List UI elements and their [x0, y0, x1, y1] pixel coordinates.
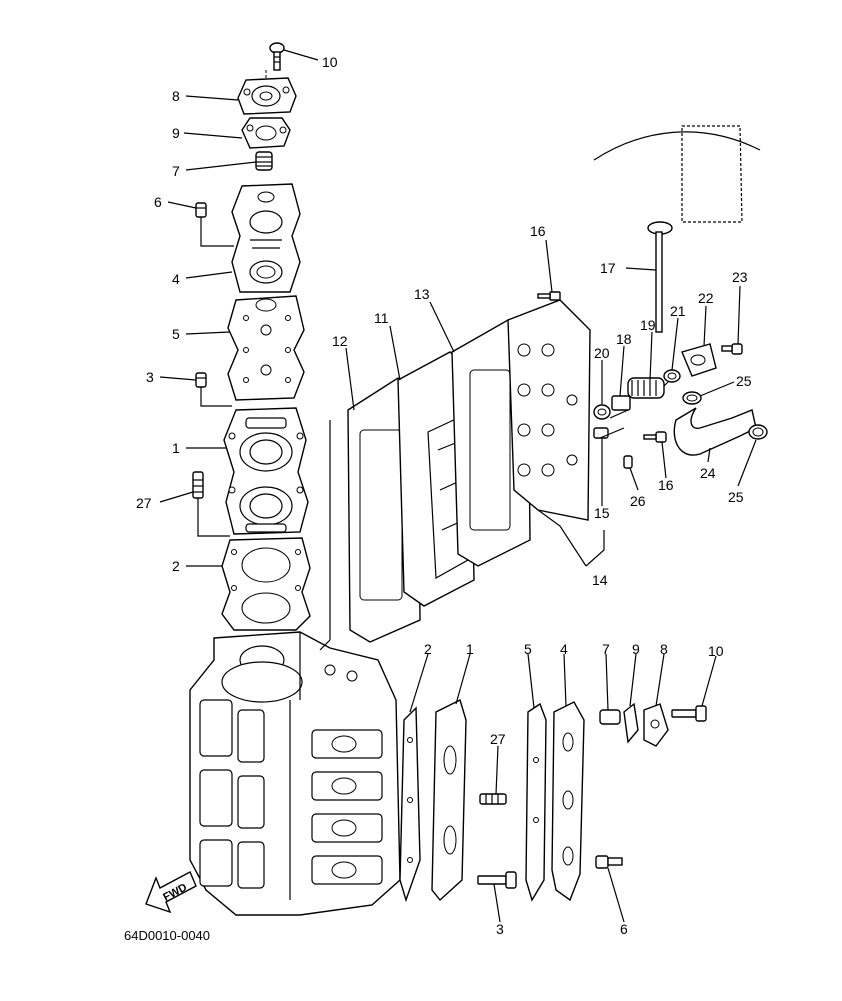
side-callout-1: 1	[466, 641, 474, 657]
callout-23: 23	[732, 269, 748, 285]
part-16-bolt-upper	[537, 291, 561, 301]
side-part-10-bolt	[671, 705, 707, 722]
callout-15: 15	[594, 505, 610, 521]
part-9-gasket	[241, 117, 291, 149]
callout-8: 8	[172, 88, 180, 104]
part-23-bolt	[721, 343, 743, 355]
side-callout-6: 6	[620, 921, 628, 937]
part-2-head-gasket	[221, 537, 311, 631]
side-part-8-cover	[643, 703, 669, 747]
part-1-cylinder-head	[223, 407, 309, 535]
part-26-pin	[623, 455, 633, 469]
callout-7: 7	[172, 163, 180, 179]
side-callout-9: 9	[632, 641, 640, 657]
callout-20: 20	[594, 345, 610, 361]
side-part-4-cover	[551, 701, 585, 902]
part-24-hose	[673, 407, 757, 456]
part-5-gasket	[227, 295, 305, 401]
drawing-code: 64D0010-0040	[124, 928, 210, 943]
callout-25-upper: 25	[736, 373, 752, 389]
side-callout-2: 2	[424, 641, 432, 657]
callout-4: 4	[172, 271, 180, 287]
part-4-head-cover	[231, 183, 301, 293]
part-14-outer-cover	[507, 299, 591, 521]
part-6-sensor	[195, 202, 234, 247]
part-22-joint	[681, 343, 717, 377]
part-25-clamp-lower	[748, 424, 768, 440]
side-part-2-gasket	[399, 706, 421, 903]
part-16-bolt-lower	[643, 431, 667, 443]
callouts-bottom: 2 1 5 4 7 9 8 10 27 3 6	[424, 641, 724, 937]
part-3-plug	[195, 372, 232, 407]
side-part-6-bolt	[595, 855, 623, 869]
part-21-clamp	[663, 369, 681, 383]
side-callout-10: 10	[708, 643, 724, 659]
callout-5: 5	[172, 326, 180, 342]
side-part-27-spark-plug	[479, 793, 507, 805]
callout-13: 13	[414, 286, 430, 302]
part-7-thermostat	[255, 151, 273, 171]
part-18-valve	[611, 395, 631, 411]
callout-14: 14	[592, 572, 608, 588]
callout-3: 3	[146, 369, 154, 385]
callout-16-upper: 16	[530, 223, 546, 239]
engine-block	[189, 631, 401, 916]
callout-26: 26	[630, 493, 646, 509]
part-27-spark-plug	[192, 471, 230, 537]
callout-17: 17	[600, 260, 616, 276]
callout-25-lower: 25	[728, 489, 744, 505]
side-part-5-gasket	[525, 702, 547, 902]
side-callout-8: 8	[660, 641, 668, 657]
part-20-seal	[593, 404, 611, 439]
callout-9: 9	[172, 125, 180, 141]
bottom-side-view	[399, 699, 707, 903]
callout-18: 18	[616, 331, 632, 347]
part-10-bolt	[269, 42, 285, 71]
part-19-spring	[627, 377, 669, 399]
callout-22: 22	[698, 290, 714, 306]
callout-19: 19	[640, 317, 656, 333]
exhaust-cover-group	[319, 299, 591, 651]
callout-2: 2	[172, 558, 180, 574]
side-part-1-head	[431, 699, 467, 902]
callout-27: 27	[136, 495, 152, 511]
side-callout-5: 5	[524, 641, 532, 657]
part-17-rod	[647, 221, 673, 333]
callout-1: 1	[172, 440, 180, 456]
side-part-7-thermostat	[599, 709, 621, 725]
fwd-arrow: FWD	[145, 871, 197, 914]
callout-10: 10	[322, 54, 338, 70]
hose-valve-group	[537, 125, 768, 469]
callout-16-lower: 16	[658, 477, 674, 493]
side-callout-27: 27	[490, 731, 506, 747]
top-part-stack	[192, 42, 311, 631]
callout-6: 6	[154, 194, 162, 210]
side-callout-4: 4	[560, 641, 568, 657]
callout-24: 24	[700, 465, 716, 481]
callout-21: 21	[670, 303, 686, 319]
side-part-9-gasket	[623, 702, 639, 744]
callouts-top: 10 8 9 7 6 4 5 3 1 27 2 16 17 23 13 11 1…	[136, 54, 752, 588]
leader-lines	[159, 49, 757, 923]
side-callout-7: 7	[602, 641, 610, 657]
callout-11: 11	[374, 310, 389, 326]
side-part-3-bolt	[477, 871, 517, 889]
part-25-clamp-upper	[682, 391, 702, 405]
callout-12: 12	[332, 333, 348, 349]
side-callout-3: 3	[496, 921, 504, 937]
part-8-cover	[237, 77, 297, 115]
